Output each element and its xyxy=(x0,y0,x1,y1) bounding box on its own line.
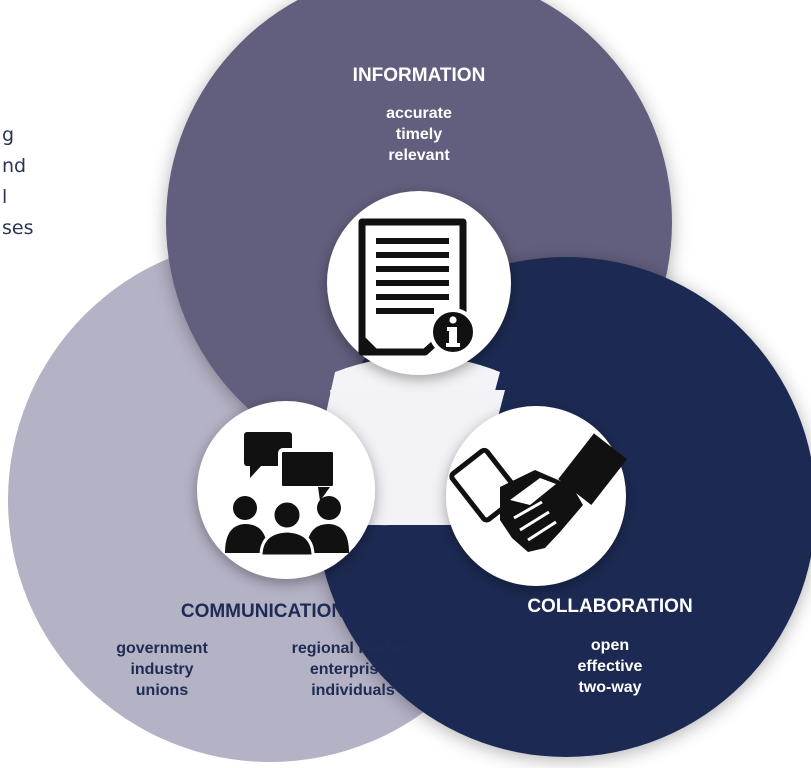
collaboration-title: COLLABORATION xyxy=(527,596,692,617)
side-text-line-4: ses xyxy=(2,217,34,239)
communication-left-item-1: government xyxy=(116,640,208,657)
information-icon-badge xyxy=(327,191,511,375)
information-title: INFORMATION xyxy=(353,65,486,86)
communication-right-item-1: regional leaders xyxy=(292,640,415,657)
people-speech-bubbles-icon xyxy=(225,432,349,558)
document-info-icon xyxy=(358,218,477,356)
collaboration-icon-badge xyxy=(446,406,628,586)
communication-title: COMMUNICATION xyxy=(181,601,345,622)
collaboration-item-1: open xyxy=(591,637,629,654)
communication-left-item-3: unions xyxy=(136,682,189,699)
side-text-line-3: l xyxy=(2,186,8,208)
information-item-2: timely xyxy=(396,126,442,143)
communication-right-item-3: individuals xyxy=(311,682,395,699)
information-item-3: relevant xyxy=(388,147,450,164)
collaboration-item-3: two-way xyxy=(578,679,641,696)
communication-left-item-2: industry xyxy=(130,661,193,678)
information-item-1: accurate xyxy=(386,105,452,122)
side-text-line-2: nd xyxy=(2,155,27,177)
side-text-line-1: g xyxy=(2,124,15,146)
handshake-icon xyxy=(449,433,628,552)
communication-icon-badge xyxy=(197,401,375,579)
collaboration-item-2: effective xyxy=(578,658,643,675)
communication-right-item-2: enterprises xyxy=(310,661,396,678)
left-partial-text: g nd l ses xyxy=(0,0,60,300)
